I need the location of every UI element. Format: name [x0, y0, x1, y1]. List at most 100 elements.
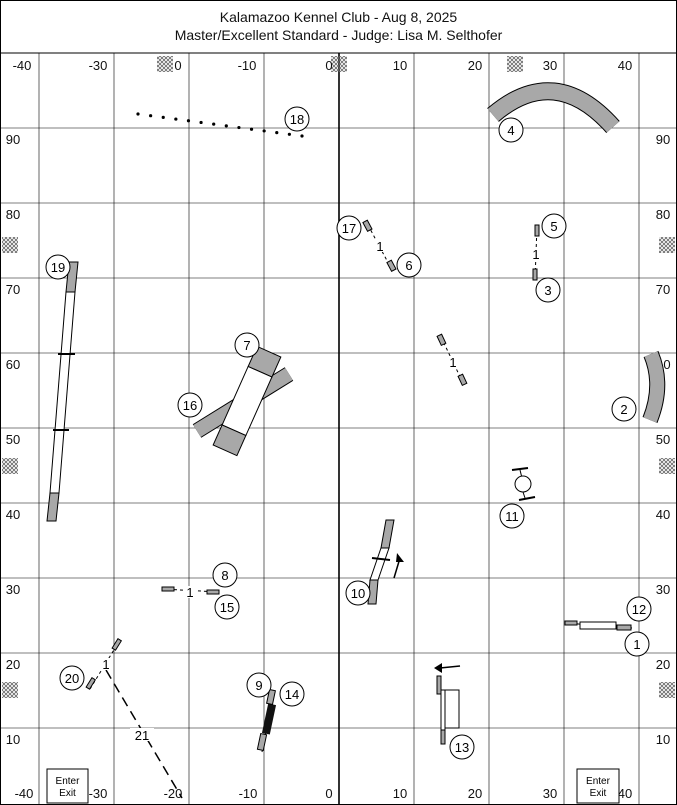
jump-height-label: 1	[186, 585, 193, 600]
svg-text:2: 2	[620, 402, 627, 417]
axis-label: 90	[6, 132, 20, 147]
axis-label: 40	[618, 786, 632, 801]
axis-label: 30	[656, 582, 670, 597]
svg-text:14: 14	[285, 687, 299, 702]
svg-text:17: 17	[342, 221, 356, 236]
axis-marker	[659, 237, 675, 253]
path-dot	[287, 132, 291, 136]
axis-marker	[331, 56, 347, 72]
svg-text:5: 5	[550, 219, 557, 234]
path-dot	[275, 131, 279, 135]
weave-poles-9-14	[256, 688, 277, 753]
svg-text:11: 11	[505, 509, 519, 524]
axis-label: 20	[468, 58, 482, 73]
number-circle: 14	[279, 681, 305, 707]
axis-label: -40	[13, 58, 32, 73]
distance-label: 21	[135, 728, 149, 743]
axis-label: 10	[6, 732, 20, 747]
number-circle: 7	[234, 332, 260, 358]
path-dot	[262, 129, 266, 133]
jump-height-label: 1	[532, 247, 539, 262]
axis-label: 40	[618, 58, 632, 73]
svg-text:3: 3	[544, 283, 551, 298]
axis-label: 20	[468, 786, 482, 801]
number-circle: 16	[177, 392, 203, 418]
axis-labels-bottom: -40 -30 -20 -10 0 10 20 30 40	[15, 786, 633, 801]
jump-height-label: 1	[102, 657, 109, 672]
teeter-10	[367, 519, 404, 605]
exit-label: Exit	[59, 788, 76, 799]
aframe-7	[212, 345, 282, 457]
axis-label: -30	[89, 786, 108, 801]
axis-label: -10	[238, 58, 257, 73]
axis-label: 80	[6, 207, 20, 222]
svg-text:9: 9	[255, 678, 262, 693]
curved-tunnel-4	[487, 82, 620, 134]
grid	[0, 53, 677, 805]
number-circle: 18	[284, 106, 310, 132]
axis-label: 0	[325, 786, 332, 801]
axis-label: 70	[6, 282, 20, 297]
axis-marker	[157, 56, 173, 72]
svg-text:8: 8	[221, 568, 228, 583]
path-dot	[224, 124, 228, 128]
obstacle-numbers: 1 2 3 4 5 6 7 8 9 10 11 12 13 14 15 16 1…	[45, 106, 652, 760]
jump-height-label: 1	[449, 355, 456, 370]
axis-markers	[2, 56, 675, 698]
axis-label: 30	[543, 786, 557, 801]
course-title: Kalamazoo Kennel Club - Aug 8, 2025	[219, 9, 458, 25]
axis-label: 40	[6, 507, 20, 522]
axis-marker	[659, 458, 675, 474]
curved-tunnel-2	[642, 350, 666, 423]
axis-label: -40	[15, 786, 34, 801]
axis-label: 70	[656, 282, 670, 297]
jump-height-label: 1	[376, 239, 383, 254]
axis-label: 40	[656, 507, 670, 522]
path-dot	[161, 115, 165, 119]
svg-text:20: 20	[65, 671, 79, 686]
axis-marker	[659, 682, 675, 698]
svg-text:15: 15	[220, 600, 234, 615]
number-circle: 3	[535, 277, 561, 303]
svg-text:6: 6	[405, 258, 412, 273]
number-circle: 12	[626, 596, 652, 622]
number-circle: 20	[59, 665, 85, 691]
course-subtitle: Master/Excellent Standard - Judge: Lisa …	[174, 27, 503, 43]
dotted-path-18	[136, 112, 304, 138]
number-circle: 8	[212, 562, 238, 588]
number-circle: 4	[498, 117, 524, 143]
enter-exit-right: Enter Exit	[576, 768, 620, 804]
path-dot	[237, 125, 241, 130]
axis-labels-top: -40 -30 0 -10 0 10 20 30 40	[13, 58, 633, 73]
axis-marker	[2, 682, 18, 698]
number-circle: 10	[345, 580, 371, 606]
enter-label: Enter	[586, 776, 611, 787]
axis-label: 0	[663, 357, 670, 372]
broad-jump-1-12	[564, 620, 633, 631]
axis-marker	[507, 56, 523, 72]
path-dot	[199, 120, 203, 125]
path-dot	[136, 112, 140, 116]
axis-label: 30	[6, 582, 20, 597]
dogwalk-19	[46, 261, 79, 522]
inline-labels: 1 1 1 1 1 21	[101, 239, 541, 743]
svg-text:4: 4	[507, 123, 514, 138]
axis-label: 0	[325, 58, 332, 73]
number-circle: 6	[396, 252, 422, 278]
number-circle: 5	[541, 213, 567, 239]
axis-label: 20	[6, 657, 20, 672]
axis-marker	[2, 237, 18, 253]
axis-label: 30	[543, 58, 557, 73]
axis-labels-left: 90 80 70 60 50 40 30 20 10	[6, 132, 20, 747]
number-circle: 11	[499, 503, 525, 529]
number-circle: 2	[611, 396, 637, 422]
path-dot	[174, 117, 178, 121]
axis-label: 10	[393, 58, 407, 73]
axis-label: 50	[656, 432, 670, 447]
svg-text:19: 19	[51, 260, 65, 275]
axis-label: 10	[656, 732, 670, 747]
lead-out-line	[105, 669, 183, 799]
axis-label: 0	[174, 58, 181, 73]
